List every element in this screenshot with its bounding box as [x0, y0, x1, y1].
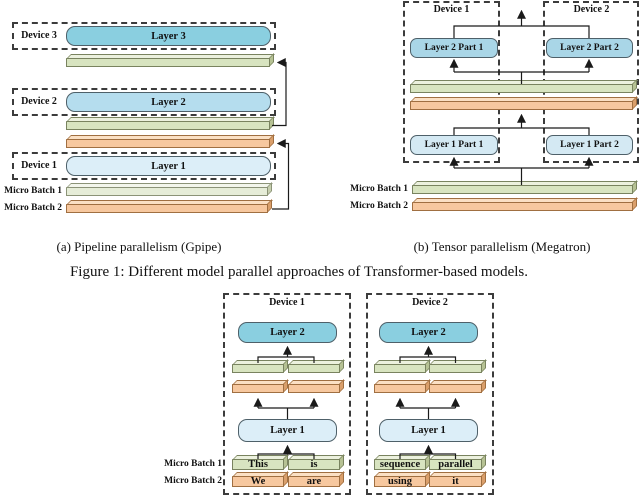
micro-batch-label: Micro Batch 1 — [164, 459, 222, 469]
subcaption-b: (b) Tensor parallelism (Megatron) — [413, 239, 591, 254]
micro-batch-bar — [66, 204, 268, 213]
micro-batch-label: Micro Batch 1 — [4, 186, 62, 196]
activation-bar — [66, 121, 270, 130]
micro-batch-label: Micro Batch 2 — [350, 201, 408, 211]
activation-bar — [66, 139, 270, 148]
activation-bar — [232, 384, 284, 393]
device-box — [366, 293, 494, 495]
device-label: Device 3 — [21, 30, 57, 41]
activation-bar — [374, 384, 426, 393]
layer-box: Layer 2 — [66, 92, 271, 112]
token-bar: We — [232, 476, 284, 487]
activation-bar — [410, 84, 633, 93]
micro-batch-label: Micro Batch 1 — [350, 184, 408, 194]
figure-caption: Figure 1: Different model parallel appro… — [69, 264, 529, 280]
device-label: Device 2 — [412, 297, 448, 308]
device-box — [223, 293, 351, 495]
device-label: Device 1 — [433, 4, 470, 15]
micro-batch-label: Micro Batch 2 — [164, 476, 222, 486]
micro-batch-bar — [412, 202, 633, 211]
layer-box: Layer 1 — [66, 156, 271, 176]
activation-bar — [288, 364, 340, 373]
micro-batch-label: Micro Batch 2 — [4, 203, 62, 213]
device-label: Device 1 — [269, 297, 305, 308]
micro-batch-bar — [412, 185, 633, 194]
layer-box: Layer 3 — [66, 26, 271, 46]
activation-bar — [429, 364, 482, 373]
token-bar: it — [429, 476, 482, 487]
layer-box: Layer 2 — [238, 322, 337, 343]
layer-box: Layer 1 Part 1 — [410, 135, 498, 155]
layer-box: Layer 1 — [379, 419, 478, 442]
activation-bar — [232, 364, 284, 373]
device-label: Device 2 — [21, 96, 57, 107]
device-label: Device 2 — [573, 4, 610, 15]
token-bar: are — [288, 476, 340, 487]
token-bar: using — [374, 476, 426, 487]
layer-box: Layer 2 — [379, 322, 478, 343]
layer-box: Layer 2 Part 1 — [410, 38, 498, 58]
layer-box: Layer 2 Part 2 — [546, 38, 633, 58]
activation-bar — [66, 58, 270, 67]
layer-box: Layer 1 Part 2 — [546, 135, 633, 155]
micro-batch-bar — [66, 187, 268, 196]
device-box — [12, 22, 276, 50]
activation-bar — [410, 101, 633, 110]
token-bar: is — [288, 459, 340, 470]
token-bar: This — [232, 459, 284, 470]
activation-bar — [374, 364, 426, 373]
subcaption-a: (a) Pipeline parallelism (Gpipe) — [56, 239, 222, 254]
token-bar: parallel — [429, 459, 482, 470]
token-bar: sequence — [374, 459, 426, 470]
activation-bar — [429, 384, 482, 393]
device-label: Device 1 — [21, 160, 57, 171]
layer-box: Layer 1 — [238, 419, 337, 442]
activation-bar — [288, 384, 340, 393]
